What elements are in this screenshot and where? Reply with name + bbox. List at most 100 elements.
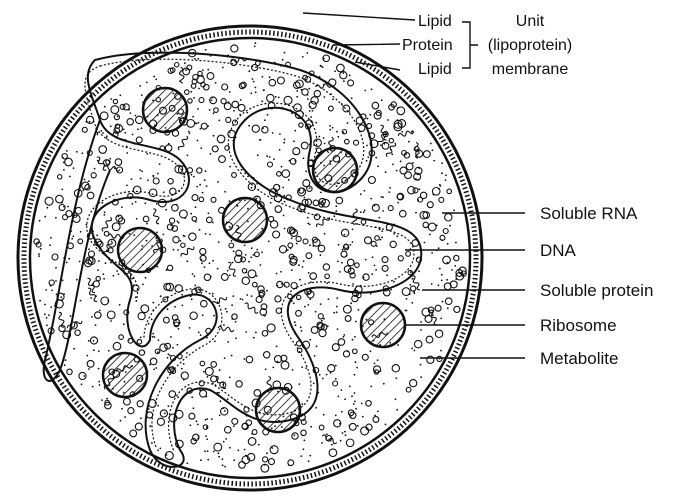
- metabolite-dot: [140, 336, 142, 338]
- label-lipoprotein: (lipoprotein): [488, 37, 572, 54]
- leader-protein: [333, 44, 400, 45]
- metabolite-dot: [229, 200, 231, 202]
- metabolite-dot: [251, 295, 253, 297]
- metabolite-dot: [309, 106, 311, 108]
- metabolite-dot: [284, 139, 286, 141]
- metabolite-dot: [201, 262, 203, 264]
- metabolite-dot: [363, 211, 365, 213]
- metabolite-dot: [263, 89, 265, 91]
- metabolite-dot: [245, 271, 247, 273]
- metabolite-dot: [413, 291, 415, 293]
- metabolite-dot: [185, 69, 187, 71]
- metabolite-dot: [68, 258, 70, 260]
- metabolite-dot: [207, 376, 209, 378]
- metabolite-dot: [414, 292, 416, 294]
- metabolite-dot: [445, 179, 447, 181]
- metabolite-dot: [203, 371, 205, 373]
- metabolite-dot: [296, 96, 298, 98]
- metabolite-dot: [285, 250, 287, 252]
- metabolite-dot: [308, 272, 310, 274]
- metabolite-dot: [233, 110, 235, 112]
- metabolite-dot: [335, 378, 337, 380]
- metabolite-dot: [39, 300, 41, 302]
- metabolite-dot: [333, 215, 335, 217]
- metabolite-dot: [349, 425, 351, 427]
- metabolite-dot: [183, 235, 185, 237]
- metabolite-dot: [277, 361, 279, 363]
- label-lipid-outer: Lipid: [418, 13, 452, 30]
- metabolite-dot: [364, 90, 366, 92]
- metabolite-dot: [184, 217, 186, 219]
- metabolite-dot: [229, 447, 231, 449]
- metabolite-dot: [309, 110, 311, 112]
- metabolite-dot: [257, 154, 259, 156]
- metabolite-dot: [71, 238, 73, 240]
- metabolite-dot: [166, 454, 168, 456]
- metabolite-dot: [110, 320, 112, 322]
- metabolite-dot: [300, 326, 302, 328]
- metabolite-dot: [279, 149, 281, 151]
- metabolite-dot: [140, 417, 142, 419]
- metabolite-dot: [255, 332, 257, 334]
- metabolite-dot: [374, 415, 376, 417]
- metabolite-dot: [283, 142, 285, 144]
- metabolite-dot: [364, 190, 366, 192]
- metabolite-dot: [225, 438, 227, 440]
- metabolite-dot: [367, 156, 369, 158]
- metabolite-dot: [292, 369, 294, 371]
- metabolite-dot: [92, 386, 94, 388]
- metabolite-dot: [307, 98, 309, 100]
- metabolite-dot: [88, 340, 90, 342]
- metabolite-dot: [346, 255, 348, 257]
- metabolite-dot: [354, 374, 356, 376]
- metabolite-dot: [98, 260, 100, 262]
- label-protein: Protein: [402, 37, 453, 54]
- metabolite-dot: [210, 276, 212, 278]
- metabolite-dot: [211, 97, 213, 99]
- metabolite-dot: [366, 145, 368, 147]
- metabolite-dot: [227, 398, 229, 400]
- label-membrane: membrane: [492, 61, 569, 78]
- metabolite-dot: [371, 88, 373, 90]
- metabolite-dot: [428, 311, 430, 313]
- metabolite-dot: [121, 206, 123, 208]
- metabolite-dot: [209, 262, 211, 264]
- metabolite-dot: [312, 110, 314, 112]
- metabolite-dot: [108, 350, 110, 352]
- metabolite-dot: [145, 277, 147, 279]
- metabolite-dot: [418, 188, 420, 190]
- metabolite-dot: [390, 289, 392, 291]
- metabolite-dot: [46, 324, 48, 326]
- metabolite-dot: [276, 285, 278, 287]
- metabolite-dot: [76, 279, 78, 281]
- metabolite-dot: [395, 398, 397, 400]
- metabolite-dot: [385, 424, 387, 426]
- metabolite-dot: [301, 330, 303, 332]
- metabolite-dot: [380, 239, 382, 241]
- metabolite-dot: [121, 408, 123, 410]
- metabolite-dot: [44, 216, 46, 218]
- metabolite-dot: [193, 97, 195, 99]
- metabolite-dot: [396, 119, 398, 121]
- metabolite-dot: [417, 179, 419, 181]
- metabolite-dot: [159, 163, 161, 165]
- metabolite-dot: [151, 442, 153, 444]
- metabolite-dot: [234, 65, 236, 67]
- membrane-bracket: [462, 22, 478, 68]
- metabolite-dot: [289, 160, 291, 162]
- metabolite-dot: [316, 345, 318, 347]
- metabolite-dot: [313, 383, 315, 385]
- metabolite-dot: [393, 281, 395, 283]
- metabolite-dot: [62, 280, 64, 282]
- metabolite-dot: [117, 116, 119, 118]
- metabolite-dot: [69, 176, 71, 178]
- metabolite-dot: [279, 133, 281, 135]
- metabolite-dot: [308, 460, 310, 462]
- metabolite-dot: [344, 398, 346, 400]
- metabolite-dot: [103, 278, 105, 280]
- metabolite-dot: [251, 247, 253, 249]
- metabolite-dot: [397, 202, 399, 204]
- metabolite-dot: [152, 302, 154, 304]
- metabolite-dot: [406, 298, 408, 300]
